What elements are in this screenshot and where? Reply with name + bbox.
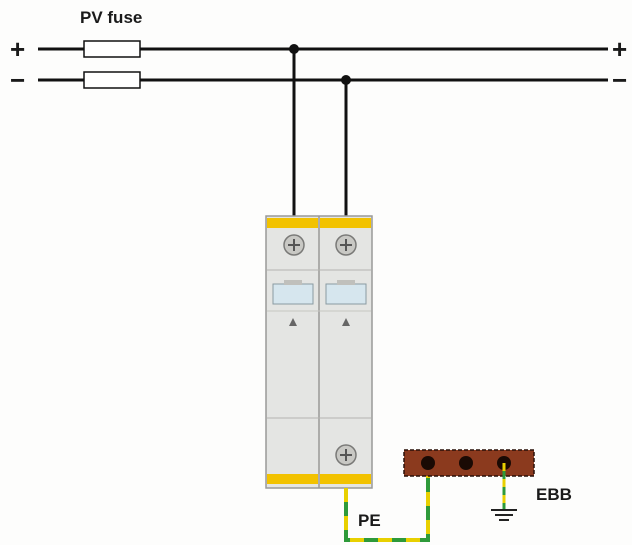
negative-sign-left: − [10, 65, 25, 95]
surge-protection-device [265, 215, 373, 489]
warning-mark-left-icon [289, 318, 297, 326]
pe-label: PE [358, 511, 381, 530]
terminal-right-bottom-icon [335, 444, 357, 466]
equipotential-bonding-bar [403, 449, 535, 477]
status-window-right [325, 283, 367, 305]
bonding-bar-bolt-2 [459, 456, 473, 470]
terminal-left-top-icon [283, 234, 305, 256]
fuse-label: PV fuse [80, 8, 142, 27]
positive-sign-left: + [10, 34, 25, 64]
fuse-positive-icon [83, 40, 141, 58]
negative-sign-right: − [612, 65, 627, 95]
terminal-right-top-icon [335, 234, 357, 256]
bonding-bar-bolt-1 [421, 456, 435, 470]
warning-mark-right-icon [342, 318, 350, 326]
status-window-left [272, 283, 314, 305]
fuse-negative-icon [83, 71, 141, 89]
pe-conductor [344, 465, 430, 542]
ground-icon [491, 463, 517, 521]
bonding-bar-label: EBB [536, 485, 572, 504]
positive-sign-right: + [612, 34, 627, 64]
